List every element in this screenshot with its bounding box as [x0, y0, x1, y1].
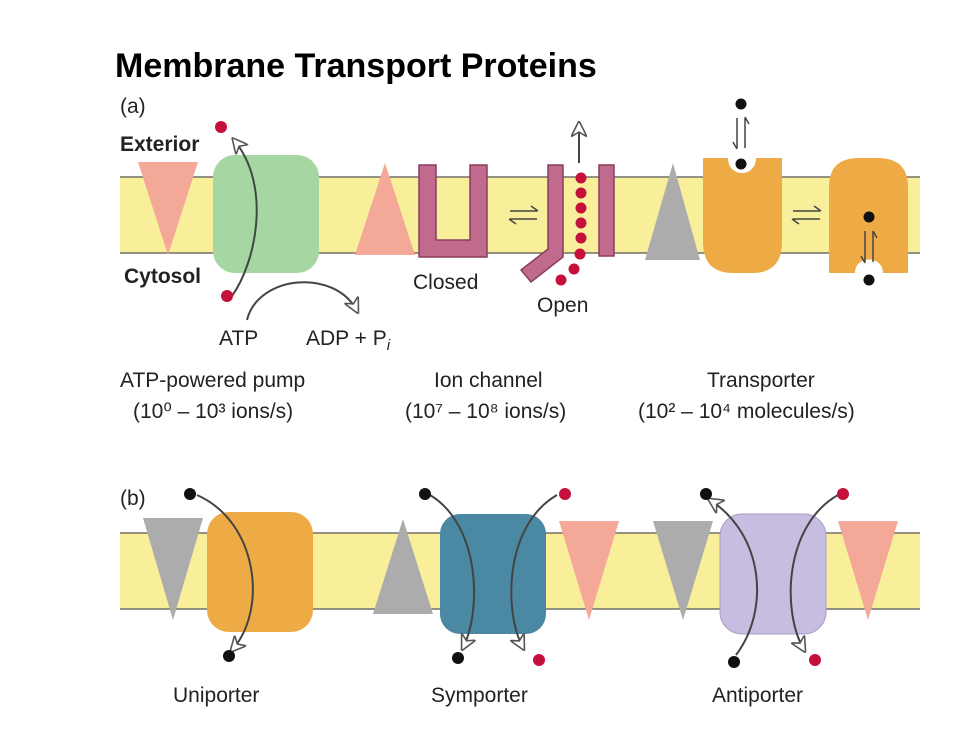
vertical-equilibrium-icon: [732, 116, 750, 150]
transporter-name: Transporter: [707, 369, 815, 392]
red-ion: [809, 654, 821, 666]
black-molecule: [863, 211, 875, 223]
symporter-black-arrow: [429, 494, 474, 648]
black-molecule: [863, 274, 875, 286]
pump-name: ATP-powered pump: [120, 369, 305, 392]
antiporter-black-arrow: [710, 500, 759, 656]
black-molecule: [452, 652, 464, 664]
black-molecule: [184, 488, 196, 500]
red-ion: [215, 121, 227, 133]
red-ion: [533, 654, 545, 666]
pink-gradient-triangle-down: [559, 521, 619, 620]
black-molecule: [419, 488, 431, 500]
uniporter-path-arrow: [196, 494, 254, 650]
gray-gradient-triangle-up: [373, 519, 433, 614]
black-molecule: [728, 656, 740, 668]
black-molecule: [223, 650, 235, 662]
pink-gradient-triangle-down: [138, 162, 198, 255]
atp-pump-protein: [213, 155, 319, 273]
closed-label: Closed: [413, 271, 478, 294]
atp-hydrolysis-arrow: [246, 281, 357, 321]
cytosol-label: Cytosol: [124, 265, 201, 288]
pink-gradient-triangle-down: [838, 521, 898, 620]
panel-a-label: (a): [120, 95, 146, 118]
transporter-outward-open: [703, 158, 782, 273]
black-molecule: [700, 488, 712, 500]
vertical-equilibrium-icon: [860, 230, 878, 264]
ion-channel-open-right: [598, 164, 615, 257]
pump-rate: (10⁰ – 10³ ions/s): [133, 400, 293, 423]
symporter-label: Symporter: [431, 684, 528, 707]
exterior-label: Exterior: [120, 133, 199, 156]
channel-ions: [555, 172, 587, 286]
panel-b-label: (b): [120, 487, 146, 510]
page-title: Membrane Transport Proteins: [115, 47, 597, 85]
uniporter-label: Uniporter: [173, 684, 259, 707]
pump-ion-path-arrow: [232, 140, 258, 297]
red-ion: [559, 488, 571, 500]
black-molecule: [735, 98, 747, 110]
channel-rate: (10⁷ – 10⁸ ions/s): [405, 400, 566, 423]
ion-channel-closed: [418, 164, 488, 258]
gray-gradient-triangle-up: [645, 163, 700, 260]
adp-label: ADP + Pi: [306, 327, 391, 354]
red-ion: [221, 290, 233, 302]
antiporter-red-arrow: [789, 494, 839, 650]
pink-gradient-triangle-up: [355, 163, 415, 255]
antiporter-label: Antiporter: [712, 684, 803, 707]
symporter-protein: [440, 514, 546, 634]
transporter-rate: (10² – 10⁴ molecules/s): [638, 400, 855, 423]
equilibrium-arrows-icon: [791, 205, 822, 225]
atp-label: ATP: [219, 327, 258, 350]
symporter-red-arrow: [511, 494, 558, 648]
open-label: Open: [537, 294, 588, 317]
red-ion: [837, 488, 849, 500]
gray-gradient-triangle-down: [653, 521, 713, 620]
channel-name: Ion channel: [434, 369, 543, 392]
ion-channel-open-left: [519, 164, 564, 284]
black-molecule: [735, 158, 747, 170]
equilibrium-arrows-icon: [508, 205, 539, 225]
uniporter-protein: [207, 512, 313, 632]
gray-gradient-triangle-down: [143, 518, 203, 620]
antiporter-protein: [719, 513, 827, 635]
